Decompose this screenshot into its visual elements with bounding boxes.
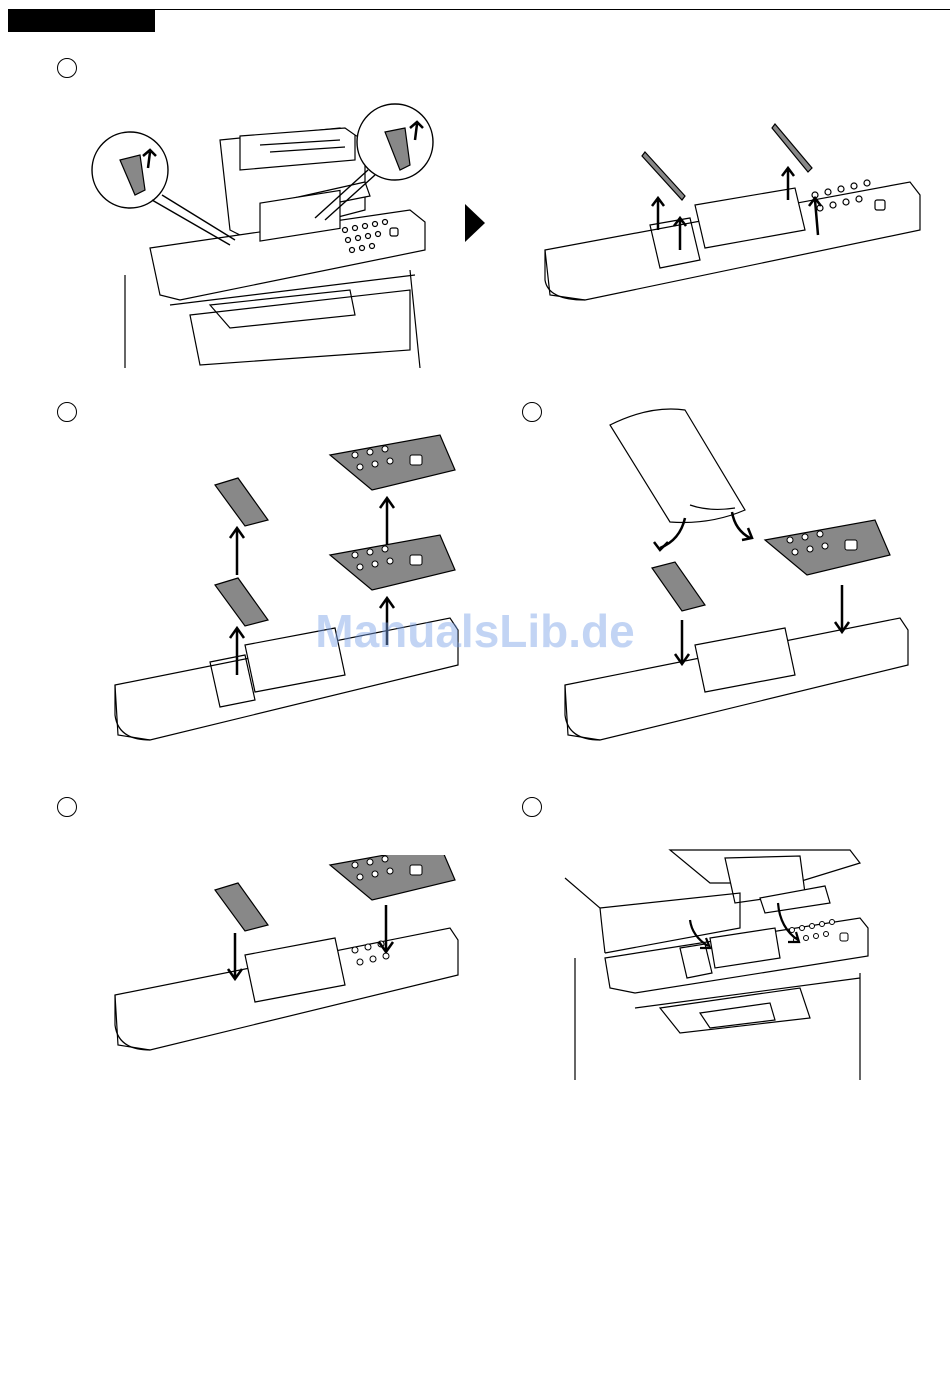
figure-printer-callouts <box>90 100 440 368</box>
figure-install-new-overlays <box>560 400 910 750</box>
figure-attach-overlays <box>110 855 460 1060</box>
step-marker-1 <box>57 58 77 78</box>
step-marker-3 <box>522 402 542 422</box>
step-marker-4 <box>57 797 77 817</box>
figure-panel-strips-removed <box>540 120 930 320</box>
watermark: ManualsLib.de <box>0 604 950 658</box>
figure-reattach-strips <box>560 848 870 1080</box>
step-marker-5 <box>522 797 542 817</box>
figure-remove-overlays <box>110 430 460 750</box>
step-marker-2 <box>57 402 77 422</box>
section-tab <box>8 9 155 32</box>
triangle-right-icon <box>465 204 485 242</box>
